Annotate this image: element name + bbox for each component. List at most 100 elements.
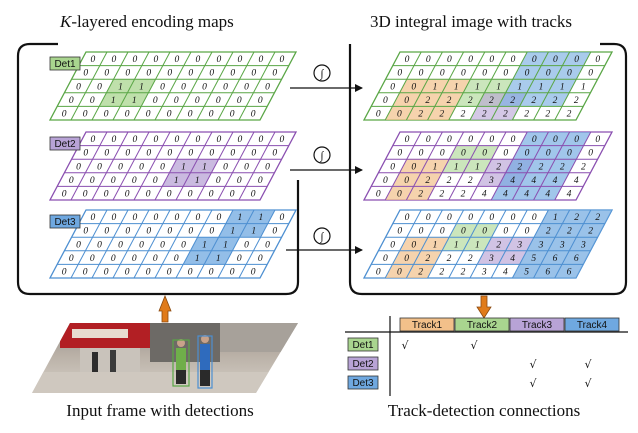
encoding-map-2-cell: 0 bbox=[69, 176, 74, 186]
integral-map-2-cell: 0 bbox=[525, 149, 530, 159]
integral-map-1-cell: 0 bbox=[574, 55, 579, 65]
connection-check-mark: √ bbox=[529, 358, 537, 371]
encoding-map-3-cell: 0 bbox=[188, 227, 193, 237]
integral-map-3-cell: 6 bbox=[553, 254, 558, 264]
encoding-map-1-cell: 0 bbox=[104, 110, 109, 120]
integral-map-1-cell: 0 bbox=[404, 96, 409, 106]
encoding-map-2-cell: 0 bbox=[97, 162, 102, 172]
encoding-map-1-cell: 0 bbox=[230, 110, 235, 120]
encoding-map-2-cell: 0 bbox=[230, 190, 235, 200]
encoding-map-3-cell: 0 bbox=[209, 268, 214, 278]
encoding-map-1-cell: 0 bbox=[280, 55, 285, 65]
encoding-map-3-cell: 0 bbox=[209, 227, 214, 237]
encoding-map-1-grid-col bbox=[70, 51, 108, 121]
encoding-map-1-cell: 0 bbox=[188, 69, 193, 79]
integral-map-1-cell: 0 bbox=[390, 82, 395, 92]
encoding-map-2-cell: 1 bbox=[174, 176, 179, 186]
integral-map-1-grid-col bbox=[554, 51, 592, 121]
integral-map-2-cell: 2 bbox=[468, 176, 473, 186]
encoding-map-1-cell: 0 bbox=[188, 110, 193, 120]
encoding-map-3-cell: 0 bbox=[146, 268, 151, 278]
integral-map-3-cell: 1 bbox=[475, 240, 480, 250]
integral-map-3-cell: 3 bbox=[488, 254, 494, 264]
connection-check-mark: √ bbox=[584, 358, 592, 371]
integral-map-1-cell: 0 bbox=[426, 55, 431, 65]
encoding-map-1-cell: 0 bbox=[259, 55, 264, 65]
integral-map-3-cell: 0 bbox=[411, 240, 416, 250]
integral-map-1-cell: 0 bbox=[567, 69, 572, 79]
integral-map-3-cell: 4 bbox=[510, 254, 515, 264]
encoding-map-3-cell: 0 bbox=[62, 268, 67, 278]
integral-map-2-cell: 2 bbox=[439, 190, 444, 200]
integral-map-1-cell: 0 bbox=[383, 96, 388, 106]
integral-map-3-grid-col bbox=[405, 209, 443, 279]
encoding-map-2-cell: 0 bbox=[175, 135, 180, 145]
detection-row-box bbox=[347, 375, 379, 390]
integral-map-3-cell: 2 bbox=[468, 254, 473, 264]
encoding-map-1-cell: 0 bbox=[90, 96, 95, 106]
integral-map-1-cell: 0 bbox=[468, 55, 473, 65]
integral-map-2-grid-col bbox=[490, 131, 528, 201]
track-header-box bbox=[509, 317, 565, 332]
integral-map-2-cell: 2 bbox=[461, 190, 466, 200]
encoding-map-3-cell: 0 bbox=[244, 240, 249, 250]
encoding-map-3-label-box bbox=[49, 214, 81, 229]
integral-map-3-cell: 0 bbox=[426, 213, 431, 223]
encoding-map-1-grid-col bbox=[154, 51, 192, 121]
integral-map-3-grid-col bbox=[511, 209, 549, 279]
encoding-map-1-cell: 0 bbox=[69, 96, 74, 106]
encoding-map-2-cell: 0 bbox=[125, 190, 130, 200]
encoding-map-1-cell: 0 bbox=[104, 69, 109, 79]
integral-map-1-cell: 2 bbox=[531, 96, 536, 106]
integral-map-2-cell: 0 bbox=[567, 149, 572, 159]
integral-map-3-cell: 0 bbox=[404, 254, 409, 264]
encoding-map-1-cell: 0 bbox=[209, 110, 214, 120]
integral-map-2-cell: 2 bbox=[517, 162, 522, 172]
integral-map-2-grid-col bbox=[554, 131, 592, 201]
integral-map-2-cell: 0 bbox=[383, 176, 388, 186]
integral-map-2-grid-col bbox=[469, 131, 507, 201]
encoding-map-2-cell: 0 bbox=[62, 190, 67, 200]
integral-map-1-cell: 0 bbox=[482, 69, 487, 79]
encoding-map-3-grid-col bbox=[238, 209, 276, 279]
integral-map-1-cell: 0 bbox=[411, 82, 416, 92]
encoding-map-2-cell: 0 bbox=[153, 176, 158, 186]
integral-map-2-cell: 0 bbox=[376, 190, 381, 200]
encoding-map-3-cell: 0 bbox=[69, 254, 74, 264]
integral-map-1-grid-col bbox=[405, 51, 443, 121]
encoding-map-1-cell: 0 bbox=[91, 55, 96, 65]
encoding-map-3-cell: 0 bbox=[181, 240, 186, 250]
integral-map-2-cell: 0 bbox=[411, 162, 416, 172]
integral-map-3-cell: 2 bbox=[567, 227, 572, 237]
encoding-map-2-cell: 0 bbox=[251, 190, 256, 200]
integral-map-1-grid-col bbox=[448, 51, 486, 121]
encoding-map-1-cell: 0 bbox=[146, 69, 151, 79]
encoding-map-1-cell: 0 bbox=[146, 110, 151, 120]
integral-map-3-cell: 2 bbox=[439, 268, 444, 278]
integral-map-3-cell: 0 bbox=[440, 227, 445, 237]
encoding-map-1-cell: 1 bbox=[139, 82, 144, 92]
encoding-map-3-grid-col bbox=[196, 209, 234, 279]
encoding-map-2-cell: 0 bbox=[188, 149, 193, 159]
orange-up-arrow bbox=[158, 294, 172, 323]
encoding-map-2-cell: 0 bbox=[238, 135, 243, 145]
encoding-map-1-grid-col bbox=[133, 51, 171, 121]
encoding-map-3-cell: 0 bbox=[112, 213, 117, 223]
encoding-map-2-cell: 0 bbox=[230, 149, 235, 159]
integral-map-3-cell: 0 bbox=[532, 213, 537, 223]
encoding-map-1-cell: 0 bbox=[223, 82, 228, 92]
integral-map-1-grid-col bbox=[490, 51, 528, 121]
encoding-map-2-label-box bbox=[49, 136, 81, 151]
encoding-map-2-cell: 0 bbox=[91, 135, 96, 145]
integral-map-2-cell: 0 bbox=[489, 135, 494, 145]
integral-map-3-cell: 0 bbox=[376, 268, 381, 278]
integral-map-2-cell: 0 bbox=[419, 149, 424, 159]
integral-map-2-cell: 1 bbox=[475, 162, 480, 172]
integral-map-1-cell: 1 bbox=[581, 82, 586, 92]
encoding-map-1-cell: 0 bbox=[97, 82, 102, 92]
encoding-map-3-cell: 0 bbox=[196, 213, 201, 223]
encoding-map-2-cell: 0 bbox=[216, 176, 221, 186]
